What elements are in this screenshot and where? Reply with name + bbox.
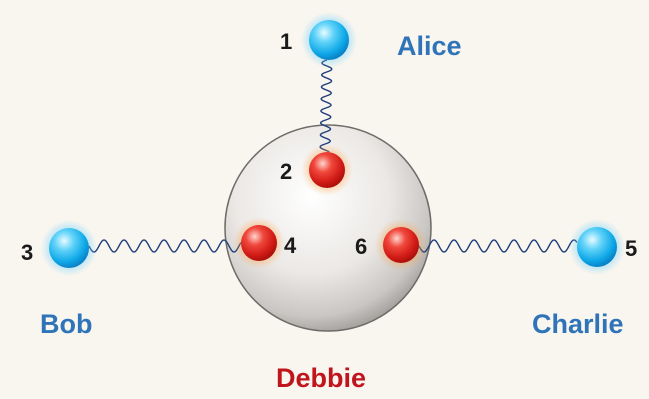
party-label-bob: Bob bbox=[40, 309, 92, 339]
particle-6-number: 6 bbox=[355, 234, 367, 259]
entanglement-link-debbie-charlie bbox=[418, 239, 578, 253]
entanglement-link-bob-debbie bbox=[88, 239, 242, 253]
party-label-alice: Alice bbox=[397, 31, 462, 61]
particle-2 bbox=[301, 144, 353, 196]
particle-1-number: 1 bbox=[280, 29, 292, 54]
party-label-debbie: Debbie bbox=[276, 363, 366, 393]
particle-4-number: 4 bbox=[284, 233, 297, 258]
particle-5-number: 5 bbox=[625, 236, 637, 261]
particle-3 bbox=[41, 220, 97, 276]
particle-2-number: 2 bbox=[280, 159, 292, 184]
debbie-sphere bbox=[224, 124, 432, 332]
party-label-charlie: Charlie bbox=[532, 309, 624, 339]
particle-4 bbox=[233, 217, 285, 269]
particle-1 bbox=[301, 12, 357, 68]
entanglement-link-alice-debbie bbox=[319, 59, 333, 153]
particle-3-number: 3 bbox=[21, 240, 33, 265]
particle-6 bbox=[375, 219, 427, 271]
particle-5 bbox=[569, 219, 625, 275]
